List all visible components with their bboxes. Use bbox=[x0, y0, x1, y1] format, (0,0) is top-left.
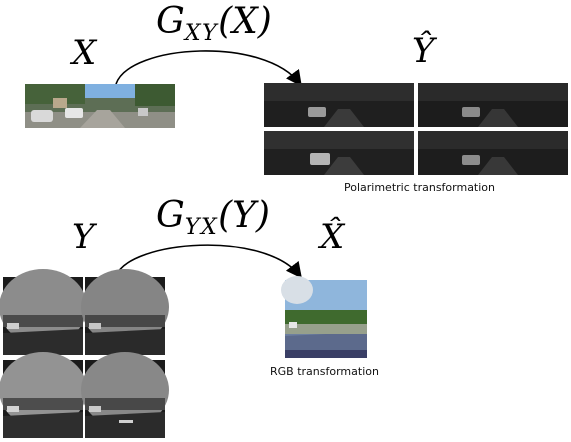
polarimetric-image-1 bbox=[264, 83, 414, 127]
mapping-symbol: G bbox=[156, 1, 185, 42]
grayscale-image-2 bbox=[81, 269, 169, 355]
polarimetric-caption: Polarimetric transformation bbox=[344, 181, 496, 194]
rgb-caption: RGB transformation bbox=[270, 365, 379, 378]
rgb-input-image bbox=[25, 84, 175, 128]
mapping-label-gyx: GYX(Y) bbox=[156, 195, 270, 241]
mapping-argument: (Y) bbox=[218, 195, 270, 236]
grayscale-image-4 bbox=[81, 352, 169, 438]
input-label-y: Y bbox=[72, 217, 95, 257]
mapping-subscript: XY bbox=[184, 20, 219, 47]
mapping-argument: (X) bbox=[218, 1, 272, 42]
polarimetric-image-2 bbox=[418, 83, 568, 127]
grayscale-image-3 bbox=[0, 352, 87, 438]
polarimetric-image-4 bbox=[418, 131, 568, 175]
input-label-x: X bbox=[72, 33, 97, 73]
output-label-yhat: Ŷ bbox=[412, 31, 435, 71]
polarimetric-image-3 bbox=[264, 131, 414, 175]
output-label-xhat: X̂ bbox=[320, 217, 345, 257]
rgb-output-image bbox=[281, 276, 367, 358]
grayscale-image-1 bbox=[0, 269, 87, 355]
mapping-label-gxy: GXY(X) bbox=[156, 1, 272, 47]
mapping-symbol: G bbox=[156, 195, 185, 236]
mapping-subscript: YX bbox=[184, 214, 219, 241]
